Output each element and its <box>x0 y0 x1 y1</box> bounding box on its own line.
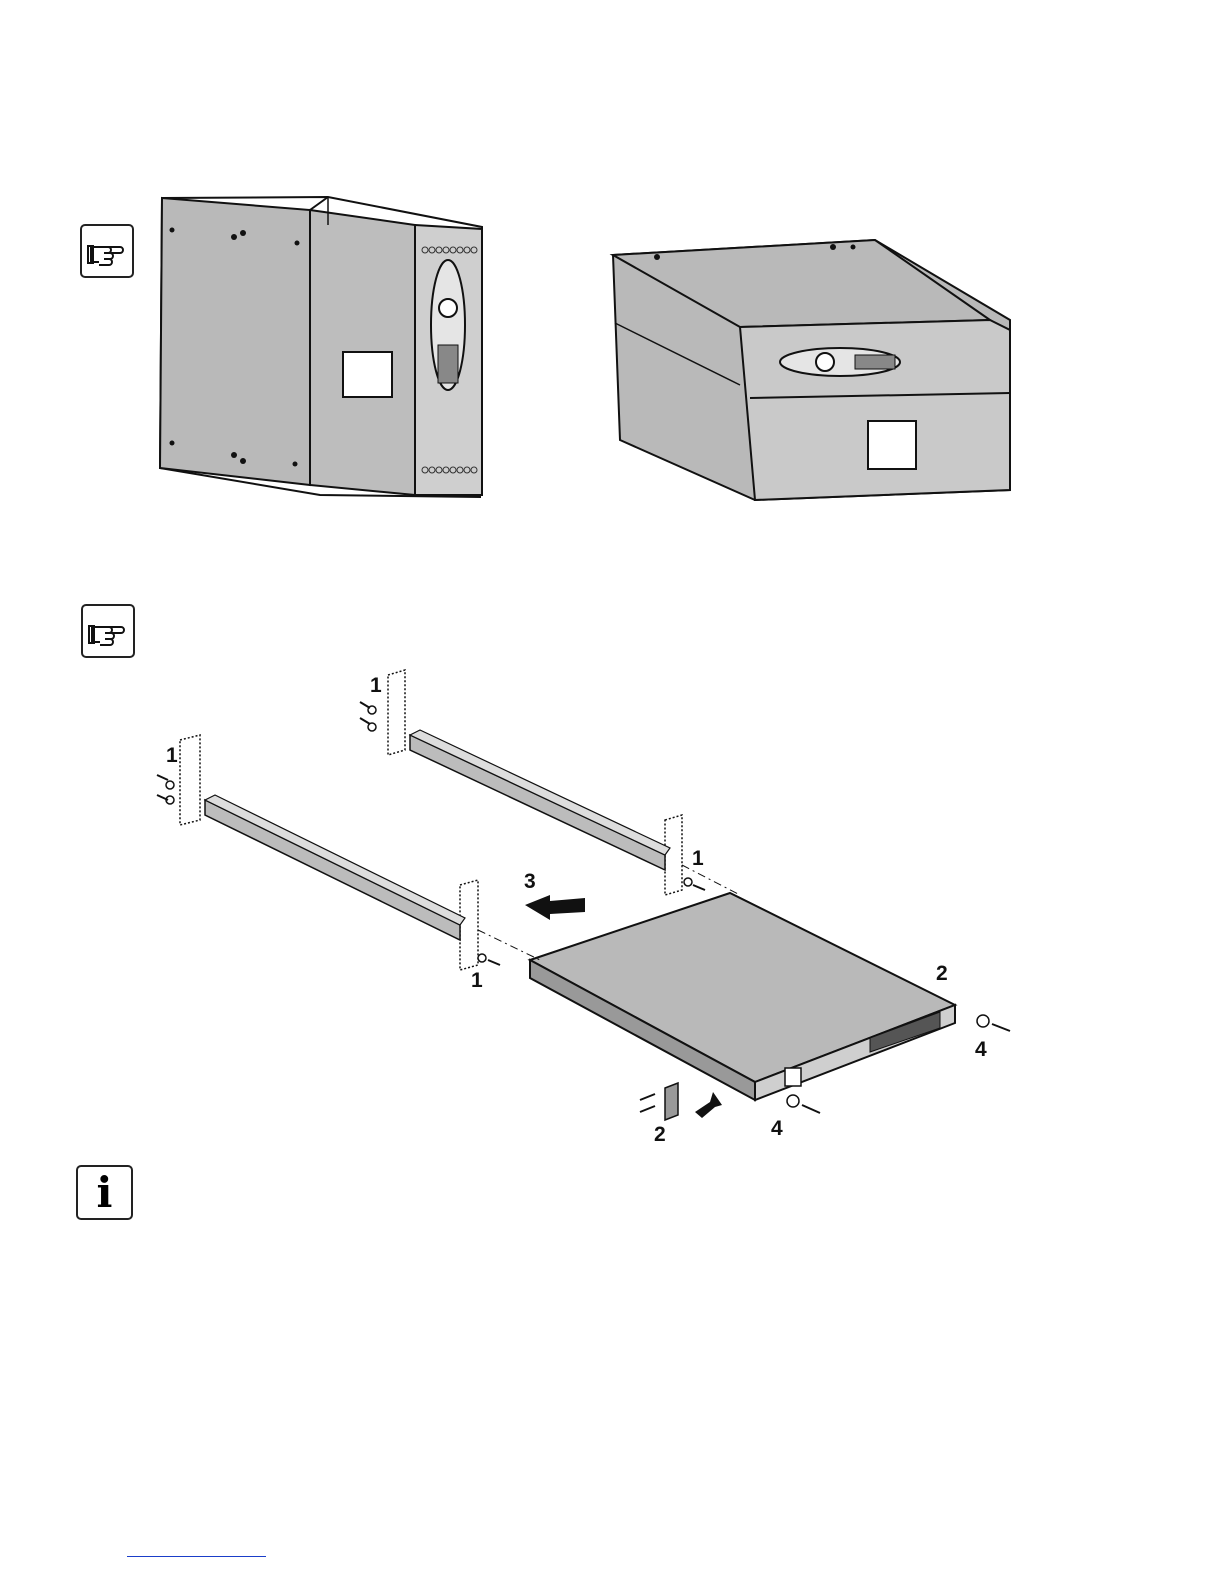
info-icon: i <box>78 1167 131 1219</box>
label-step-3-push: 3 <box>524 871 536 892</box>
pointing-hand-icon <box>83 606 133 656</box>
pointing-hand-icon <box>82 226 132 276</box>
ups-tower-illustration <box>150 185 495 505</box>
footer-rule <box>127 1556 266 1557</box>
label-step-4-screw-left: 4 <box>771 1118 783 1139</box>
note-hand-icon-2 <box>81 604 135 658</box>
label-step-1-front-left: 1 <box>471 970 483 991</box>
label-step-4-screw-right: 4 <box>975 1039 987 1060</box>
label-step-1-rear-right: 1 <box>370 675 382 696</box>
ups-desktop-illustration <box>605 235 1015 510</box>
rack-installation-diagram <box>140 660 1040 1160</box>
info-box: i <box>76 1165 133 1220</box>
label-step-1-front-right: 1 <box>692 848 704 869</box>
label-step-1-rear-left: 1 <box>166 745 178 766</box>
note-hand-icon-1 <box>80 224 134 278</box>
label-step-2-bracket-right: 2 <box>936 963 948 984</box>
label-step-2-bracket-left: 2 <box>654 1124 666 1145</box>
